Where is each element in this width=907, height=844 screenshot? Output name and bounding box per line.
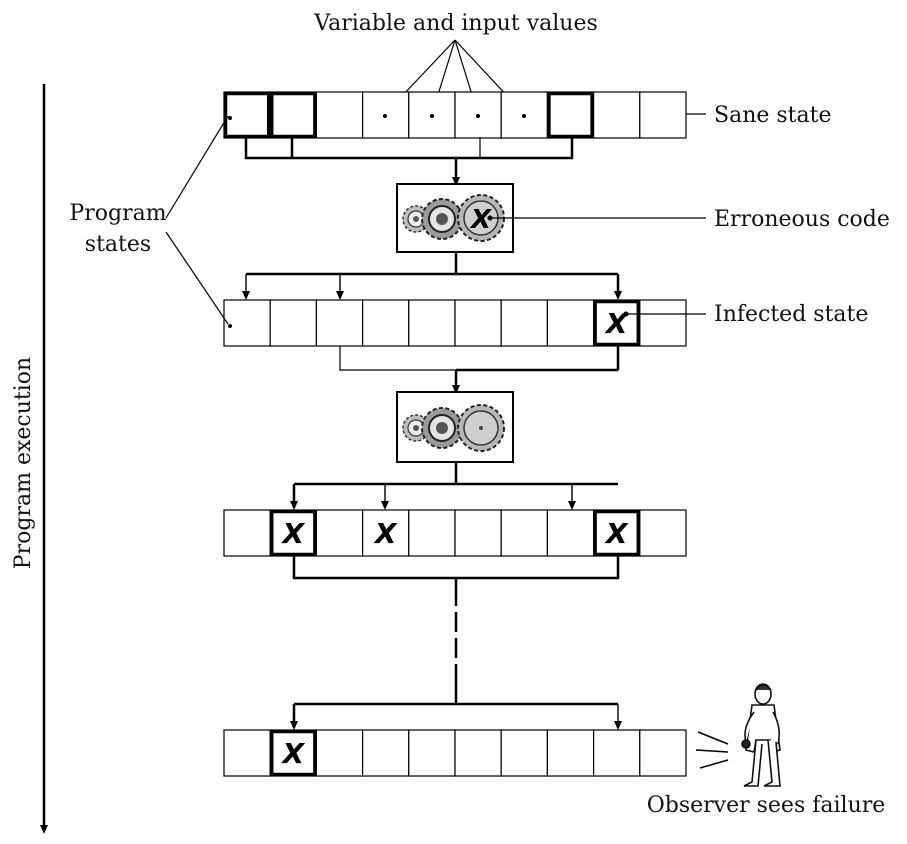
highlighted-cell (223, 91, 271, 139)
infection-mark-icon: X (281, 517, 306, 550)
failure-rays (695, 731, 729, 769)
state-cell (639, 299, 687, 347)
highlighted-cell (269, 91, 317, 139)
gear-icon (421, 407, 463, 449)
state-cell (223, 729, 271, 777)
state-cell (315, 509, 364, 557)
pointer-dot (383, 114, 387, 118)
code-to-propagated-connector (290, 462, 618, 510)
state-cell (362, 729, 410, 777)
infection-mark-icon: X (281, 737, 306, 770)
state-cell (592, 91, 641, 139)
state-cell (408, 729, 456, 777)
state-cell (408, 509, 456, 557)
variable-input-values-label: Variable and input values (313, 11, 598, 36)
program-states-label-line2: states (85, 232, 151, 257)
pointer-dot (430, 114, 434, 118)
observer-figure-icon (741, 683, 781, 787)
state-cell (269, 299, 318, 347)
infected-to-code-connector (339, 346, 620, 394)
erroneous-code-label: Erroneous code (714, 207, 890, 232)
code-block (396, 391, 514, 463)
state-cell (223, 91, 271, 139)
sane-state-row (223, 91, 687, 139)
state-cell (454, 509, 502, 557)
state-cell (546, 509, 595, 557)
infected-state-label: Infected state (714, 302, 868, 327)
propagation-connector (290, 556, 622, 730)
state-cell (639, 729, 687, 777)
highlighted-cell (269, 509, 317, 557)
observer: Observer sees failure (647, 683, 886, 818)
state-cell (315, 729, 364, 777)
state-cell (454, 299, 502, 347)
state-cell (315, 299, 364, 347)
state-cell (269, 91, 318, 139)
state-cell (639, 509, 687, 557)
observer-label: Observer sees failure (647, 793, 886, 818)
state-cell (454, 729, 502, 777)
program-states-pointers (165, 115, 229, 325)
state-cell (592, 299, 641, 347)
failure-state-row: X (223, 729, 687, 777)
state-cell (546, 729, 595, 777)
state-cell (639, 91, 687, 139)
state-cell (500, 729, 549, 777)
infection-mark-icon: X (604, 517, 629, 550)
program-execution-label: Program execution (11, 357, 36, 569)
state-cell (546, 91, 595, 139)
infection-mark-icon: X (373, 517, 398, 550)
state-cell (592, 729, 641, 777)
program-states-label-line1: Program (69, 201, 166, 226)
state-cell (362, 509, 410, 557)
code-to-infected-connector (242, 252, 622, 300)
state-cell (408, 299, 456, 347)
state-cell (362, 299, 410, 347)
pointer-dot (228, 116, 232, 120)
infected-state-row: X (223, 299, 687, 347)
highlighted-cell (593, 299, 641, 347)
program-execution-axis: Program execution (11, 84, 48, 834)
pointer-dot (522, 114, 526, 118)
state-rows: X X X X X (223, 91, 687, 777)
highlighted-cell (547, 91, 594, 139)
sane-state-label: Sane state (714, 103, 831, 128)
state-cell (546, 299, 595, 347)
state-cell (500, 299, 549, 347)
state-cell (500, 509, 549, 557)
highlighted-cell (269, 729, 317, 777)
highlighted-cell (593, 509, 641, 557)
sane-to-code-connector (244, 137, 574, 186)
state-cell (223, 509, 271, 557)
pointer-dot (228, 324, 232, 328)
state-cell (223, 299, 271, 347)
gear-icon (421, 198, 463, 240)
state-cell (315, 91, 364, 139)
pointer-dot (476, 114, 480, 118)
